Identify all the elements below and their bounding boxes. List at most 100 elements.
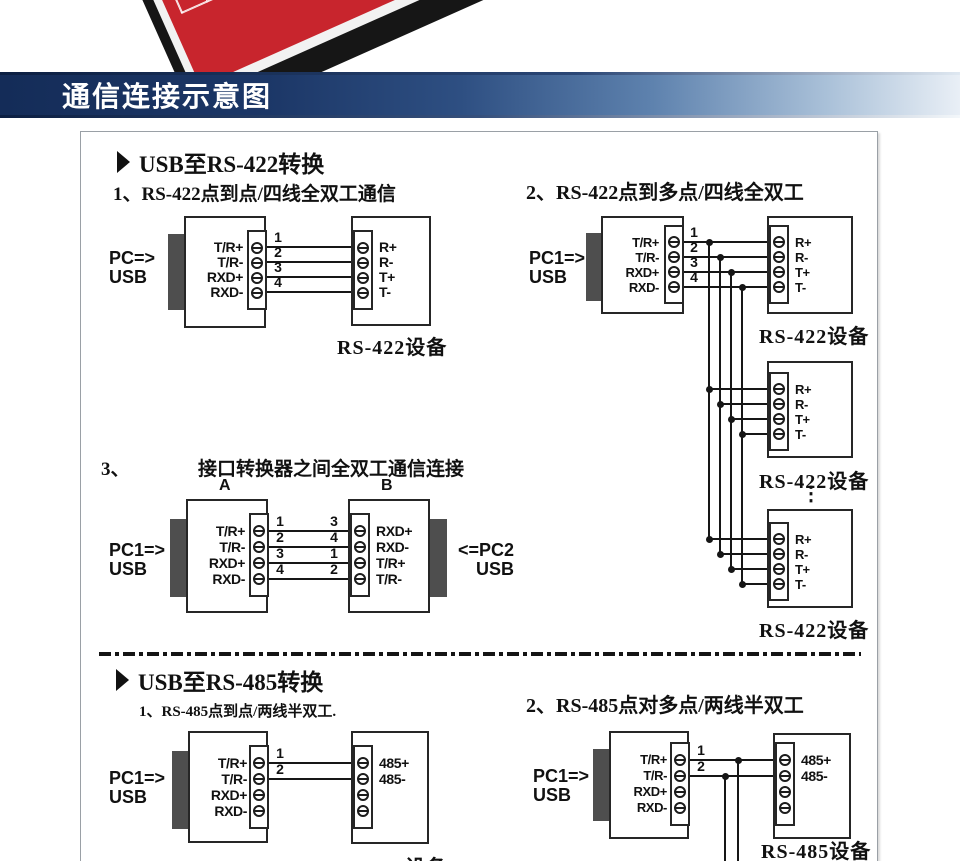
pin-label: R-	[795, 397, 808, 412]
device-label: RS-485设备	[337, 851, 447, 861]
terminal-strip	[769, 225, 789, 304]
wire	[269, 578, 350, 580]
diagram-panel: USB至RS-422转换 1、RS-422点到点/四线全双工通信 2、RS-42…	[80, 131, 878, 861]
wire-number: 2	[697, 758, 705, 774]
pin-label: R+	[795, 235, 812, 250]
pc1-line: PC1=>	[109, 768, 166, 788]
wire-number: 4	[690, 269, 698, 285]
pin-label: T/R+	[640, 752, 667, 767]
junction-dot	[728, 566, 735, 573]
wire-number: 1	[690, 224, 698, 240]
terminal-screw	[674, 802, 686, 814]
terminal-screw	[779, 786, 791, 798]
terminal-screw	[773, 578, 785, 590]
pin-label: T/R-	[217, 254, 243, 270]
terminal-screw	[668, 266, 680, 278]
terminal-screw	[251, 256, 263, 269]
terminal-screw	[357, 286, 369, 299]
diagram-rs485-point-to-point: PC1=> USB T/R+ T/R- RXD+ RXD- 1 2 485+ 4…	[81, 132, 877, 861]
terminal-screw	[253, 805, 265, 817]
triangle-bullet-icon	[116, 669, 129, 691]
pin-label: T+	[379, 269, 395, 285]
wire-number: 1	[276, 745, 284, 761]
junction-dot	[706, 239, 713, 246]
wire	[741, 433, 769, 435]
device-label: RS-422设备	[759, 471, 870, 493]
device-label: RS-485设备	[761, 841, 872, 861]
diagram-rs485-multipoint: PC1=> USB T/R+ T/R- RXD+ RXD- 1 2	[81, 132, 877, 861]
pin-label: 485-	[379, 771, 406, 787]
device-label: RS-422设备	[337, 337, 448, 359]
wire-number: 1	[276, 513, 284, 529]
pin-label: T/R-	[219, 539, 245, 555]
wire-number: 1	[697, 742, 705, 758]
pin-label: R+	[795, 532, 812, 547]
junction-dot	[728, 269, 735, 276]
terminal-strip	[353, 230, 373, 310]
terminal-screw	[674, 786, 686, 798]
pin-label: T/R+	[376, 555, 406, 571]
terminal-screw	[773, 413, 785, 425]
terminal-screw	[773, 533, 785, 545]
wire	[267, 261, 353, 263]
terminal-screw	[357, 271, 369, 284]
terminal-screw	[668, 251, 680, 263]
wire	[684, 286, 769, 288]
pin-label: T+	[795, 265, 810, 280]
pin-label: T-	[795, 577, 806, 592]
device-label: RS-422设备	[759, 326, 870, 348]
terminal-screw	[251, 271, 263, 284]
terminal-screw	[773, 236, 785, 248]
pin-label: R-	[795, 250, 808, 265]
pin-label: R+	[795, 382, 812, 397]
junction-dot	[706, 536, 713, 543]
pin-label: 485+	[801, 752, 831, 768]
terminal-strip	[247, 230, 267, 310]
wire	[269, 546, 350, 548]
usb-line: USB	[533, 785, 572, 805]
pin-label: T-	[795, 427, 806, 442]
section-divider	[99, 652, 861, 656]
junction-dot	[739, 581, 746, 588]
junction-dot	[717, 551, 724, 558]
pin-label: 485+	[379, 755, 409, 771]
pin-label: R+	[379, 239, 397, 255]
pin-label: T/R+	[632, 235, 659, 250]
wire-number: 2	[274, 244, 282, 260]
terminal-screw	[357, 805, 369, 817]
terminal-screw	[668, 281, 680, 293]
rs485-diagram1-title: 1、RS-485点到点/两线半双工.	[139, 704, 337, 720]
terminal-strip	[664, 225, 684, 304]
wire	[267, 276, 353, 278]
pin-label: RXD+	[376, 523, 413, 539]
pin-label: T+	[795, 562, 810, 577]
terminal-screw	[773, 548, 785, 560]
pin-label: RXD-	[212, 571, 245, 587]
wire-number: 3	[330, 513, 338, 529]
section-header-rs422: USB至RS-422转换	[117, 145, 324, 179]
section-header-rs485-text: USB至RS-485转换	[138, 670, 324, 695]
terminal-screw	[251, 241, 263, 254]
junction-dot	[722, 773, 729, 780]
terminal-screw	[253, 525, 265, 537]
pc-line: PC=>	[109, 248, 156, 268]
usb-line: USB	[109, 559, 148, 579]
wire	[269, 562, 350, 564]
terminal-screw	[357, 757, 369, 769]
terminal-screw	[354, 541, 366, 553]
wire	[269, 530, 350, 532]
wire-number: 2	[330, 561, 338, 577]
wire-number: 1	[330, 545, 338, 561]
wire	[708, 538, 769, 540]
triangle-bullet-icon	[117, 151, 130, 173]
section-header-rs422-text: USB至RS-422转换	[139, 152, 325, 177]
usb-line: USB	[109, 787, 148, 807]
pc2-usb-label: <=PC2 USB	[454, 541, 514, 579]
wire	[269, 762, 353, 764]
pin-label: RXD-	[628, 280, 660, 295]
terminal-screw	[357, 241, 369, 254]
wire	[684, 241, 769, 243]
wire	[741, 583, 769, 585]
section-banner: 通信连接示意图	[0, 72, 960, 118]
